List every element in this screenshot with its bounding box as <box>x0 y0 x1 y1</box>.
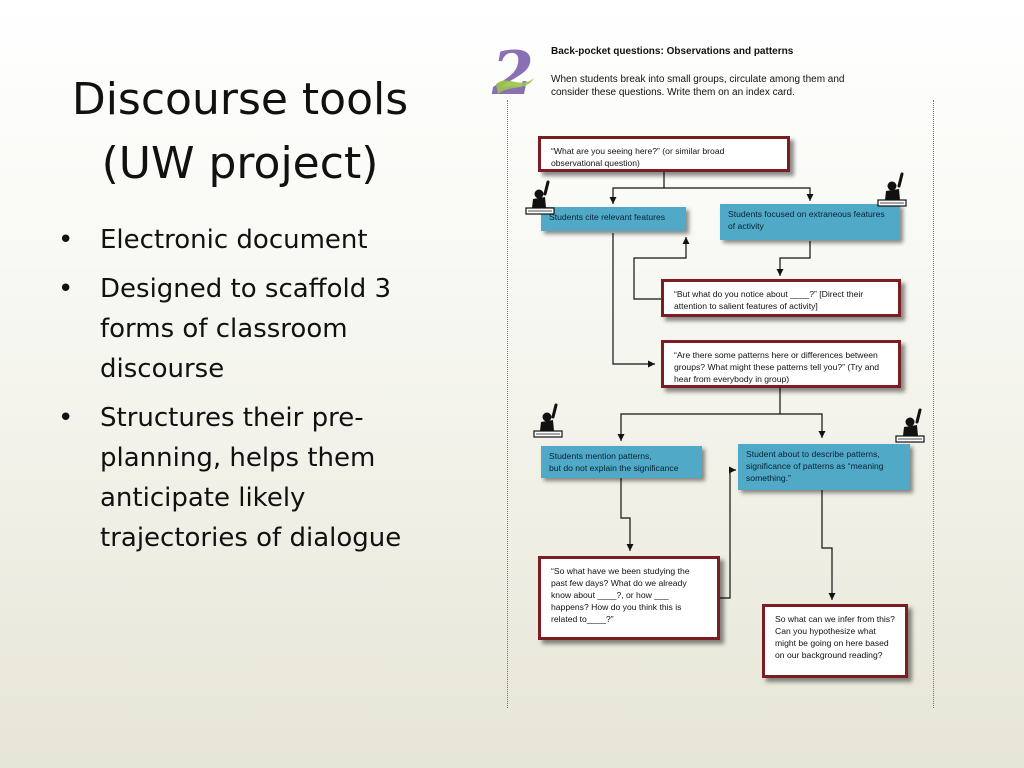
arrow-describe-to-infer <box>821 490 836 600</box>
slide-title: Discourse tools (UW project) <box>30 68 450 196</box>
arrow-to-describe <box>780 413 826 438</box>
doc-left-border <box>507 100 508 708</box>
student-box-cite-features: Students cite relevant features <box>541 207 686 231</box>
bullet-list: • Electronic document • Designed to scaffo… <box>58 220 448 567</box>
bullet-dot: • <box>58 274 74 304</box>
student-hand-raised-icon <box>877 172 907 207</box>
bullet-text: Structures their pre-planning, helps the… <box>100 403 402 553</box>
arrow-to-extraneous <box>664 187 814 201</box>
question-box-infer: So what can we infer from this? Can you … <box>762 604 908 678</box>
question-box-observe: “What are you seeing here?” (or similar … <box>538 136 790 172</box>
doc-header-text: When students break into small groups, c… <box>551 74 845 98</box>
student-box-extraneous: Students focused on extraneous features … <box>720 204 900 240</box>
arrow-studying-to-describe <box>720 466 736 599</box>
arrow-to-mention <box>617 413 780 441</box>
bullet-item: • Structures their pre-planning, helps th… <box>58 398 448 558</box>
question-box-studying: “So what have we been studying the past … <box>538 556 720 640</box>
student-box-describe-significance: Student about to describe patterns, sign… <box>738 444 910 490</box>
student-hand-raised-icon <box>525 180 555 215</box>
student-box-mention-patterns: Students mention patterns, but do not ex… <box>541 446 702 478</box>
number-2-logo: 2 <box>491 44 534 102</box>
bullet-item: • Electronic document <box>58 220 448 260</box>
bullet-text: Electronic document <box>100 225 368 255</box>
doc-header-title: Back-pocket questions: Observations and … <box>551 46 794 57</box>
slide-title-line1: Discourse tools <box>71 74 409 125</box>
arrow-to-cite <box>609 187 664 204</box>
bullet-dot: • <box>58 403 74 433</box>
arrow-notice-to-cite <box>633 237 690 300</box>
doc-right-border <box>933 100 934 708</box>
question-box-patterns: “Are there some patterns here or differe… <box>661 340 901 388</box>
bullet-text: Designed to scaffold 3 forms of classroo… <box>100 274 392 384</box>
slide-title-line2: (UW project) <box>101 138 379 189</box>
bullet-dot: • <box>58 225 74 255</box>
bullet-item: • Designed to scaffold 3 forms of classro… <box>58 269 448 389</box>
arrow-extraneous-to-notice <box>776 241 811 276</box>
student-hand-raised-icon <box>895 408 925 443</box>
question-box-notice: “But what do you notice about ____?” [Di… <box>661 279 901 317</box>
student-hand-raised-icon <box>533 403 563 438</box>
arrow-cite-to-patterns <box>612 233 655 368</box>
arrow-mention-to-studying <box>620 478 634 551</box>
